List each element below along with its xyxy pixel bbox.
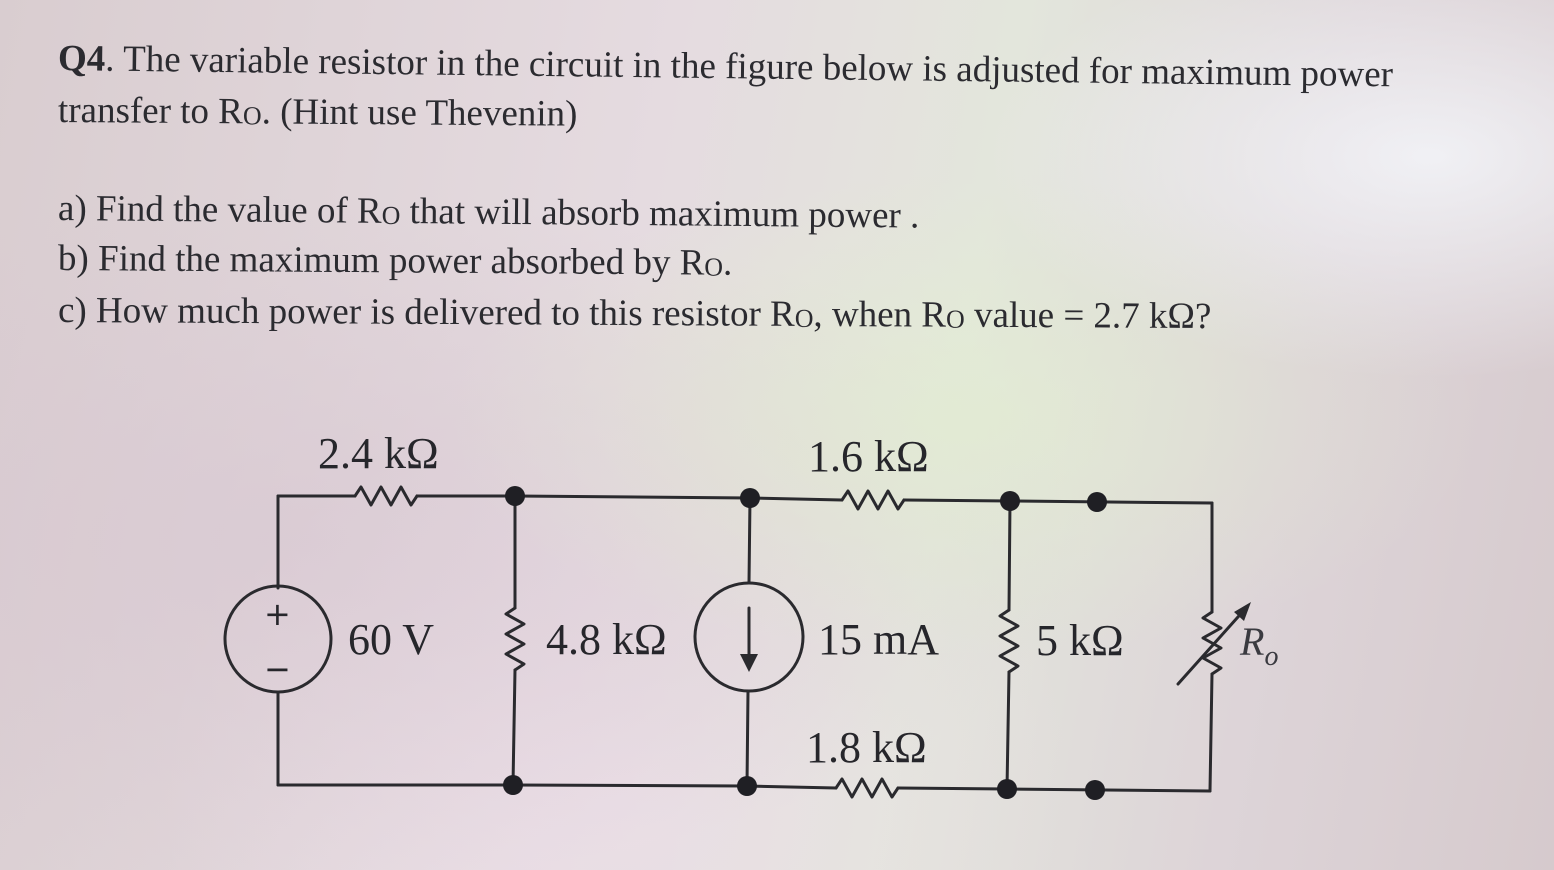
resistor-1-8k bbox=[834, 777, 900, 799]
current-source-label: 15 mA bbox=[818, 615, 939, 664]
wire-top-2 bbox=[513, 494, 752, 500]
wire-bottom-3 bbox=[745, 784, 838, 790]
r1-label: 2.4 kΩ bbox=[318, 429, 439, 478]
resistor-4-8k bbox=[504, 606, 526, 672]
r2-label: 1.6 kΩ bbox=[808, 432, 929, 481]
variable-arrow-line bbox=[1176, 606, 1248, 686]
resistor-2-4k bbox=[353, 485, 419, 507]
wire-bottom-2 bbox=[511, 783, 749, 788]
r4-label: 1.8 kΩ bbox=[806, 723, 927, 772]
source-minus-sign: − bbox=[264, 650, 291, 688]
ro-label: Ro bbox=[1239, 619, 1278, 672]
r3-label: 4.8 kΩ bbox=[546, 615, 667, 664]
ro-label-sub: o bbox=[1264, 641, 1278, 672]
current-arrow-icon bbox=[740, 654, 758, 672]
resistor-5k bbox=[998, 608, 1020, 674]
wire-r5-lower bbox=[1005, 670, 1011, 791]
node-dot bbox=[503, 775, 523, 795]
r5-label: 5 kΩ bbox=[1036, 616, 1124, 665]
wire-cs-lower bbox=[745, 689, 750, 788]
source-voltage-label: 60 V bbox=[348, 615, 434, 664]
wire-top-4 bbox=[902, 498, 1012, 503]
node-dot bbox=[737, 776, 757, 796]
resistor-1-6k bbox=[840, 489, 906, 511]
terminal-dot bbox=[1085, 780, 1105, 800]
terminal-dot bbox=[1087, 492, 1107, 512]
wire-top-5 bbox=[1008, 499, 1214, 505]
wire-top-3 bbox=[748, 496, 844, 502]
source-plus-sign: + bbox=[264, 595, 291, 633]
wire-bottom-5 bbox=[1005, 787, 1212, 793]
wire-bottom-4 bbox=[896, 786, 1009, 791]
resistor-ro bbox=[1201, 610, 1223, 676]
ro-label-main: R bbox=[1239, 619, 1264, 664]
variable-arrow-icon bbox=[1234, 602, 1251, 621]
node-dot bbox=[1000, 491, 1020, 511]
node-dot bbox=[505, 486, 525, 506]
node-dot bbox=[997, 779, 1017, 799]
wire-ro-lower bbox=[1208, 672, 1214, 793]
wire-r3-lower bbox=[511, 668, 517, 787]
node-dot bbox=[740, 488, 760, 508]
wire-cs-upper bbox=[747, 496, 752, 585]
wire-r5-upper bbox=[1007, 499, 1012, 612]
